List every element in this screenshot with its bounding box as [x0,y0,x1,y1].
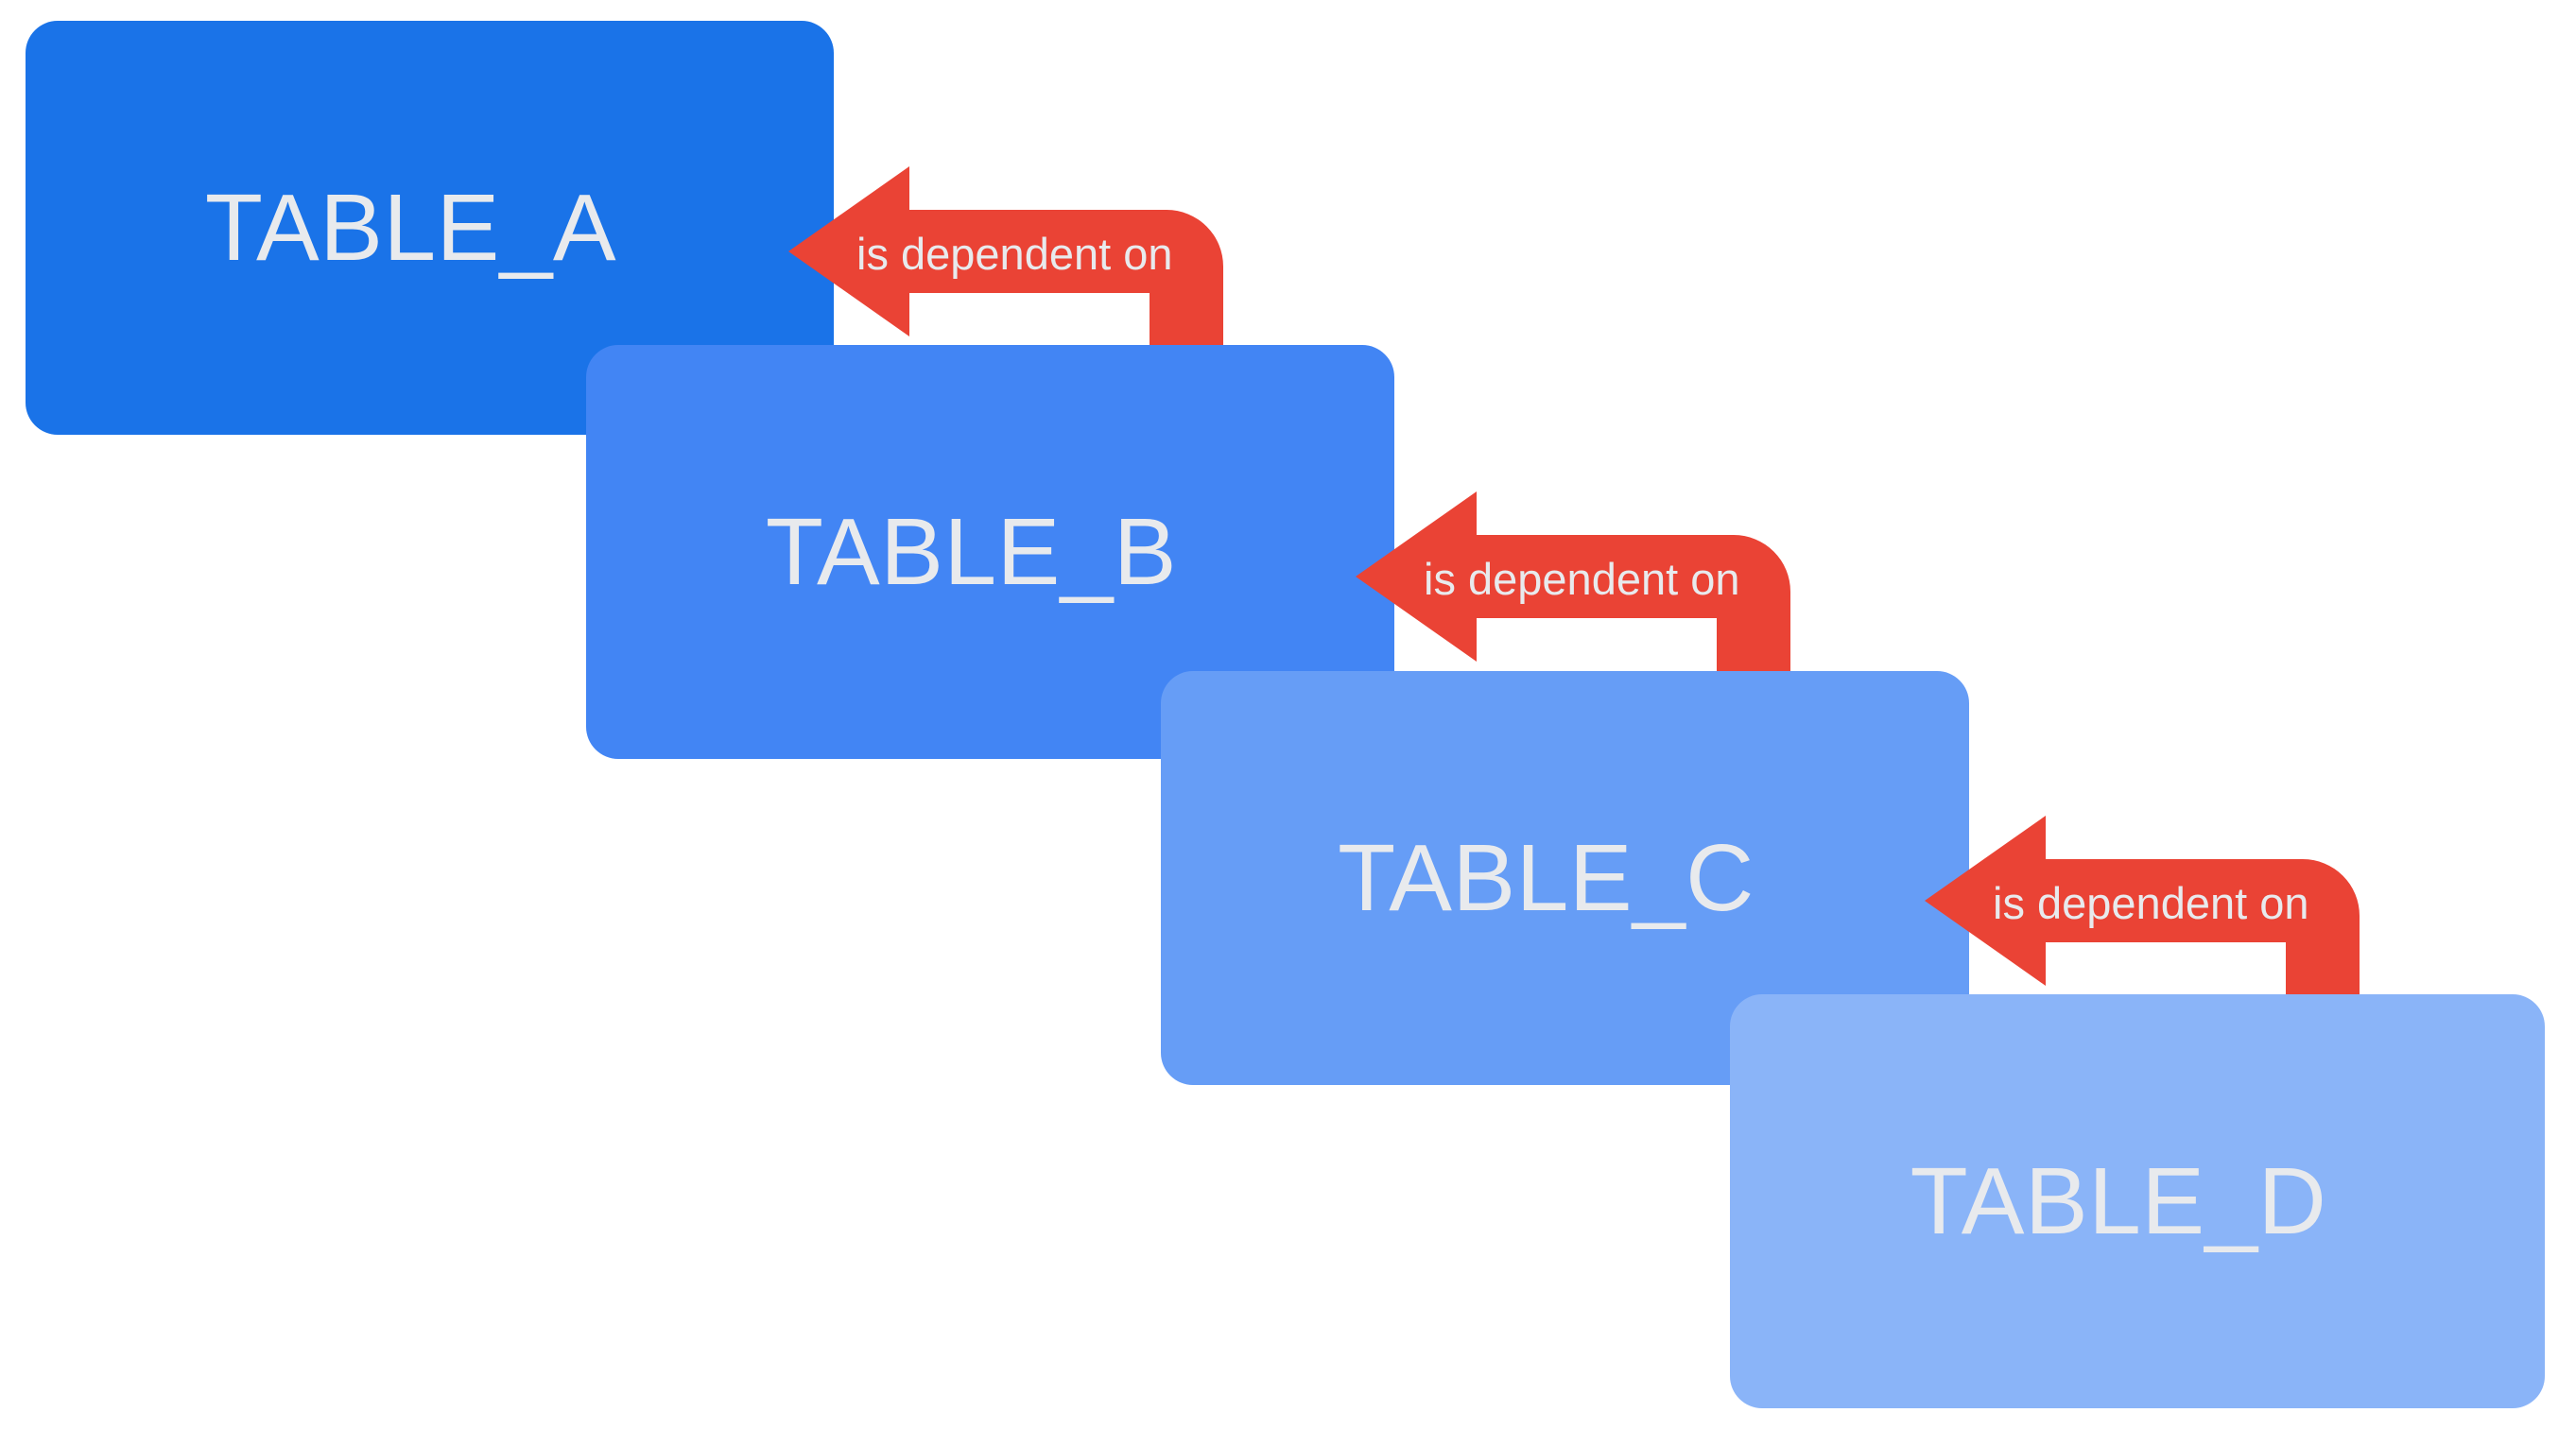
edge-label-c-to-d: is dependent on [1993,878,2309,928]
node-table-a-label: TABLE_A [204,175,617,281]
edge-label-b-to-c: is dependent on [1424,554,1740,604]
node-table-d-label: TABLE_D [1910,1148,2327,1254]
node-table-b-label: TABLE_B [765,499,1178,605]
node-table-a[interactable]: TABLE_A [26,21,834,435]
edge-label-a-to-b: is dependent on [856,229,1173,279]
node-table-c-label: TABLE_C [1338,825,1755,931]
node-table-d[interactable]: TABLE_D [1730,994,2545,1408]
